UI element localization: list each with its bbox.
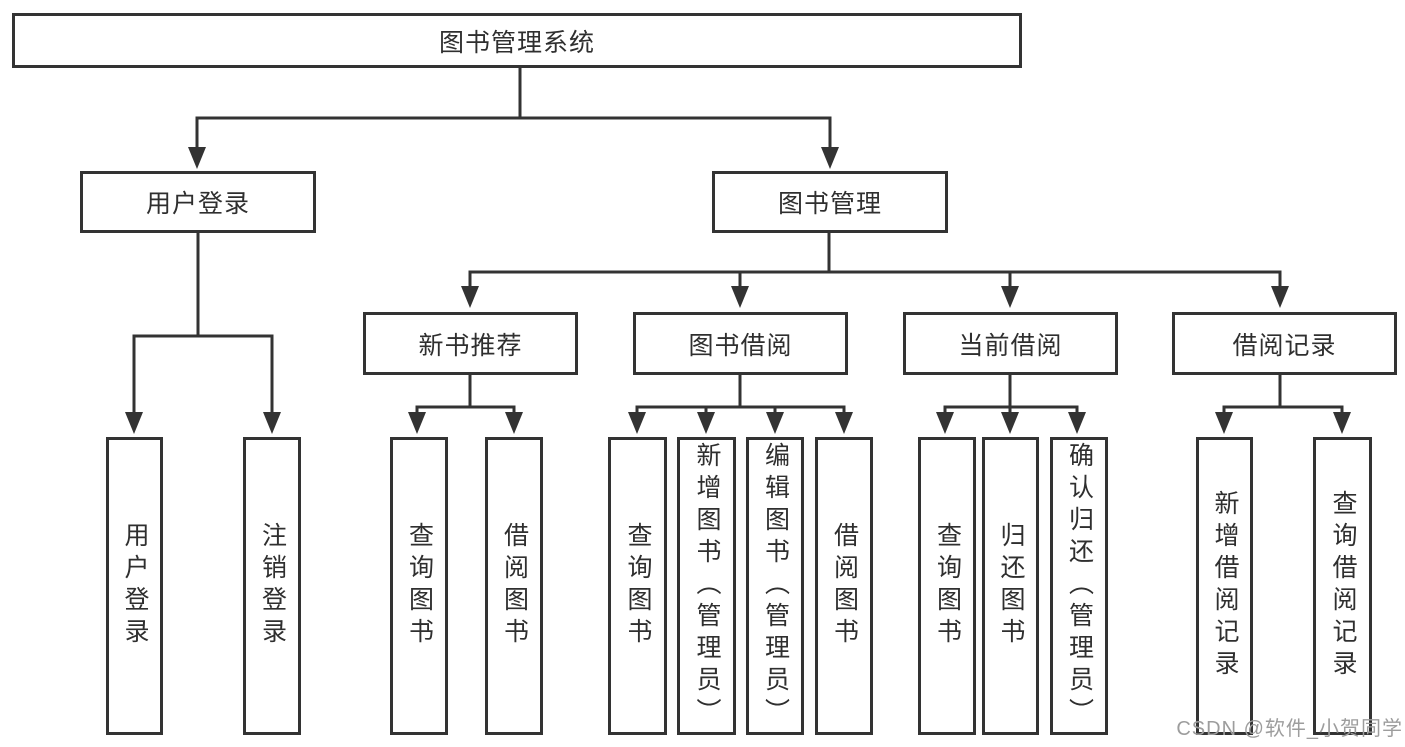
leaf-borrow-book: 借阅图书 bbox=[815, 437, 873, 735]
leaf-recommend-query-book: 查询图书 bbox=[390, 437, 448, 735]
node-book-borrow: 图书借阅 bbox=[633, 312, 848, 375]
leaf-add-book-admin-label: 新增图书（管理员） bbox=[693, 442, 721, 730]
node-current-borrow: 当前借阅 bbox=[903, 312, 1118, 375]
arrowhead-icons bbox=[125, 147, 1351, 434]
leaf-confirm-return-admin-label: 确认归还（管理员） bbox=[1065, 442, 1094, 730]
leaf-borrow-query-book: 查询图书 bbox=[608, 437, 667, 735]
leaf-add-borrow-record: 新增借阅记录 bbox=[1196, 437, 1253, 735]
leaf-current-query-book: 查询图书 bbox=[918, 437, 976, 735]
node-root-system: 图书管理系统 bbox=[12, 13, 1022, 68]
leaf-recommend-borrow-book: 借阅图书 bbox=[485, 437, 543, 735]
csdn-watermark: CSDN @软件_小贺同学 bbox=[1176, 718, 1403, 740]
leaf-logout: 注销登录 bbox=[243, 437, 301, 735]
leaf-borrow-query-book-label: 查询图书 bbox=[624, 522, 652, 650]
leaf-borrow-book-label: 借阅图书 bbox=[830, 522, 859, 650]
leaf-current-query-book-label: 查询图书 bbox=[933, 522, 962, 650]
node-user-login-label: 用户登录 bbox=[145, 190, 250, 218]
leaf-edit-book-admin-label: 编辑图书（管理员） bbox=[761, 442, 790, 730]
node-book-management: 图书管理 bbox=[712, 171, 948, 233]
node-user-login: 用户登录 bbox=[80, 171, 316, 233]
node-root-system-label: 图书管理系统 bbox=[438, 28, 595, 57]
leaf-confirm-return-admin: 确认归还（管理员） bbox=[1050, 437, 1108, 735]
leaf-query-borrow-record-label: 查询借阅记录 bbox=[1329, 490, 1357, 682]
node-book-management-label: 图书管理 bbox=[777, 190, 882, 218]
node-current-borrow-label: 当前借阅 bbox=[958, 331, 1063, 360]
leaf-recommend-borrow-book-label: 借阅图书 bbox=[500, 522, 529, 650]
leaf-add-borrow-record-label: 新增借阅记录 bbox=[1211, 490, 1239, 682]
leaf-edit-book-admin: 编辑图书（管理员） bbox=[746, 437, 804, 735]
node-book-borrow-label: 图书借阅 bbox=[688, 331, 793, 360]
node-new-book-recommend-label: 新书推荐 bbox=[418, 331, 523, 360]
leaf-user-login-label: 用户登录 bbox=[121, 522, 149, 650]
leaf-logout-label: 注销登录 bbox=[258, 522, 287, 650]
leaf-add-book-admin: 新增图书（管理员） bbox=[677, 437, 736, 735]
leaf-user-login: 用户登录 bbox=[106, 437, 163, 735]
node-borrow-records: 借阅记录 bbox=[1172, 312, 1397, 375]
node-new-book-recommend: 新书推荐 bbox=[363, 312, 578, 375]
node-borrow-records-label: 借阅记录 bbox=[1232, 331, 1337, 360]
leaf-query-borrow-record: 查询借阅记录 bbox=[1313, 437, 1372, 735]
leaf-return-book-label: 归还图书 bbox=[997, 522, 1025, 650]
leaf-recommend-query-book-label: 查询图书 bbox=[405, 522, 434, 650]
leaf-return-book: 归还图书 bbox=[982, 437, 1039, 735]
